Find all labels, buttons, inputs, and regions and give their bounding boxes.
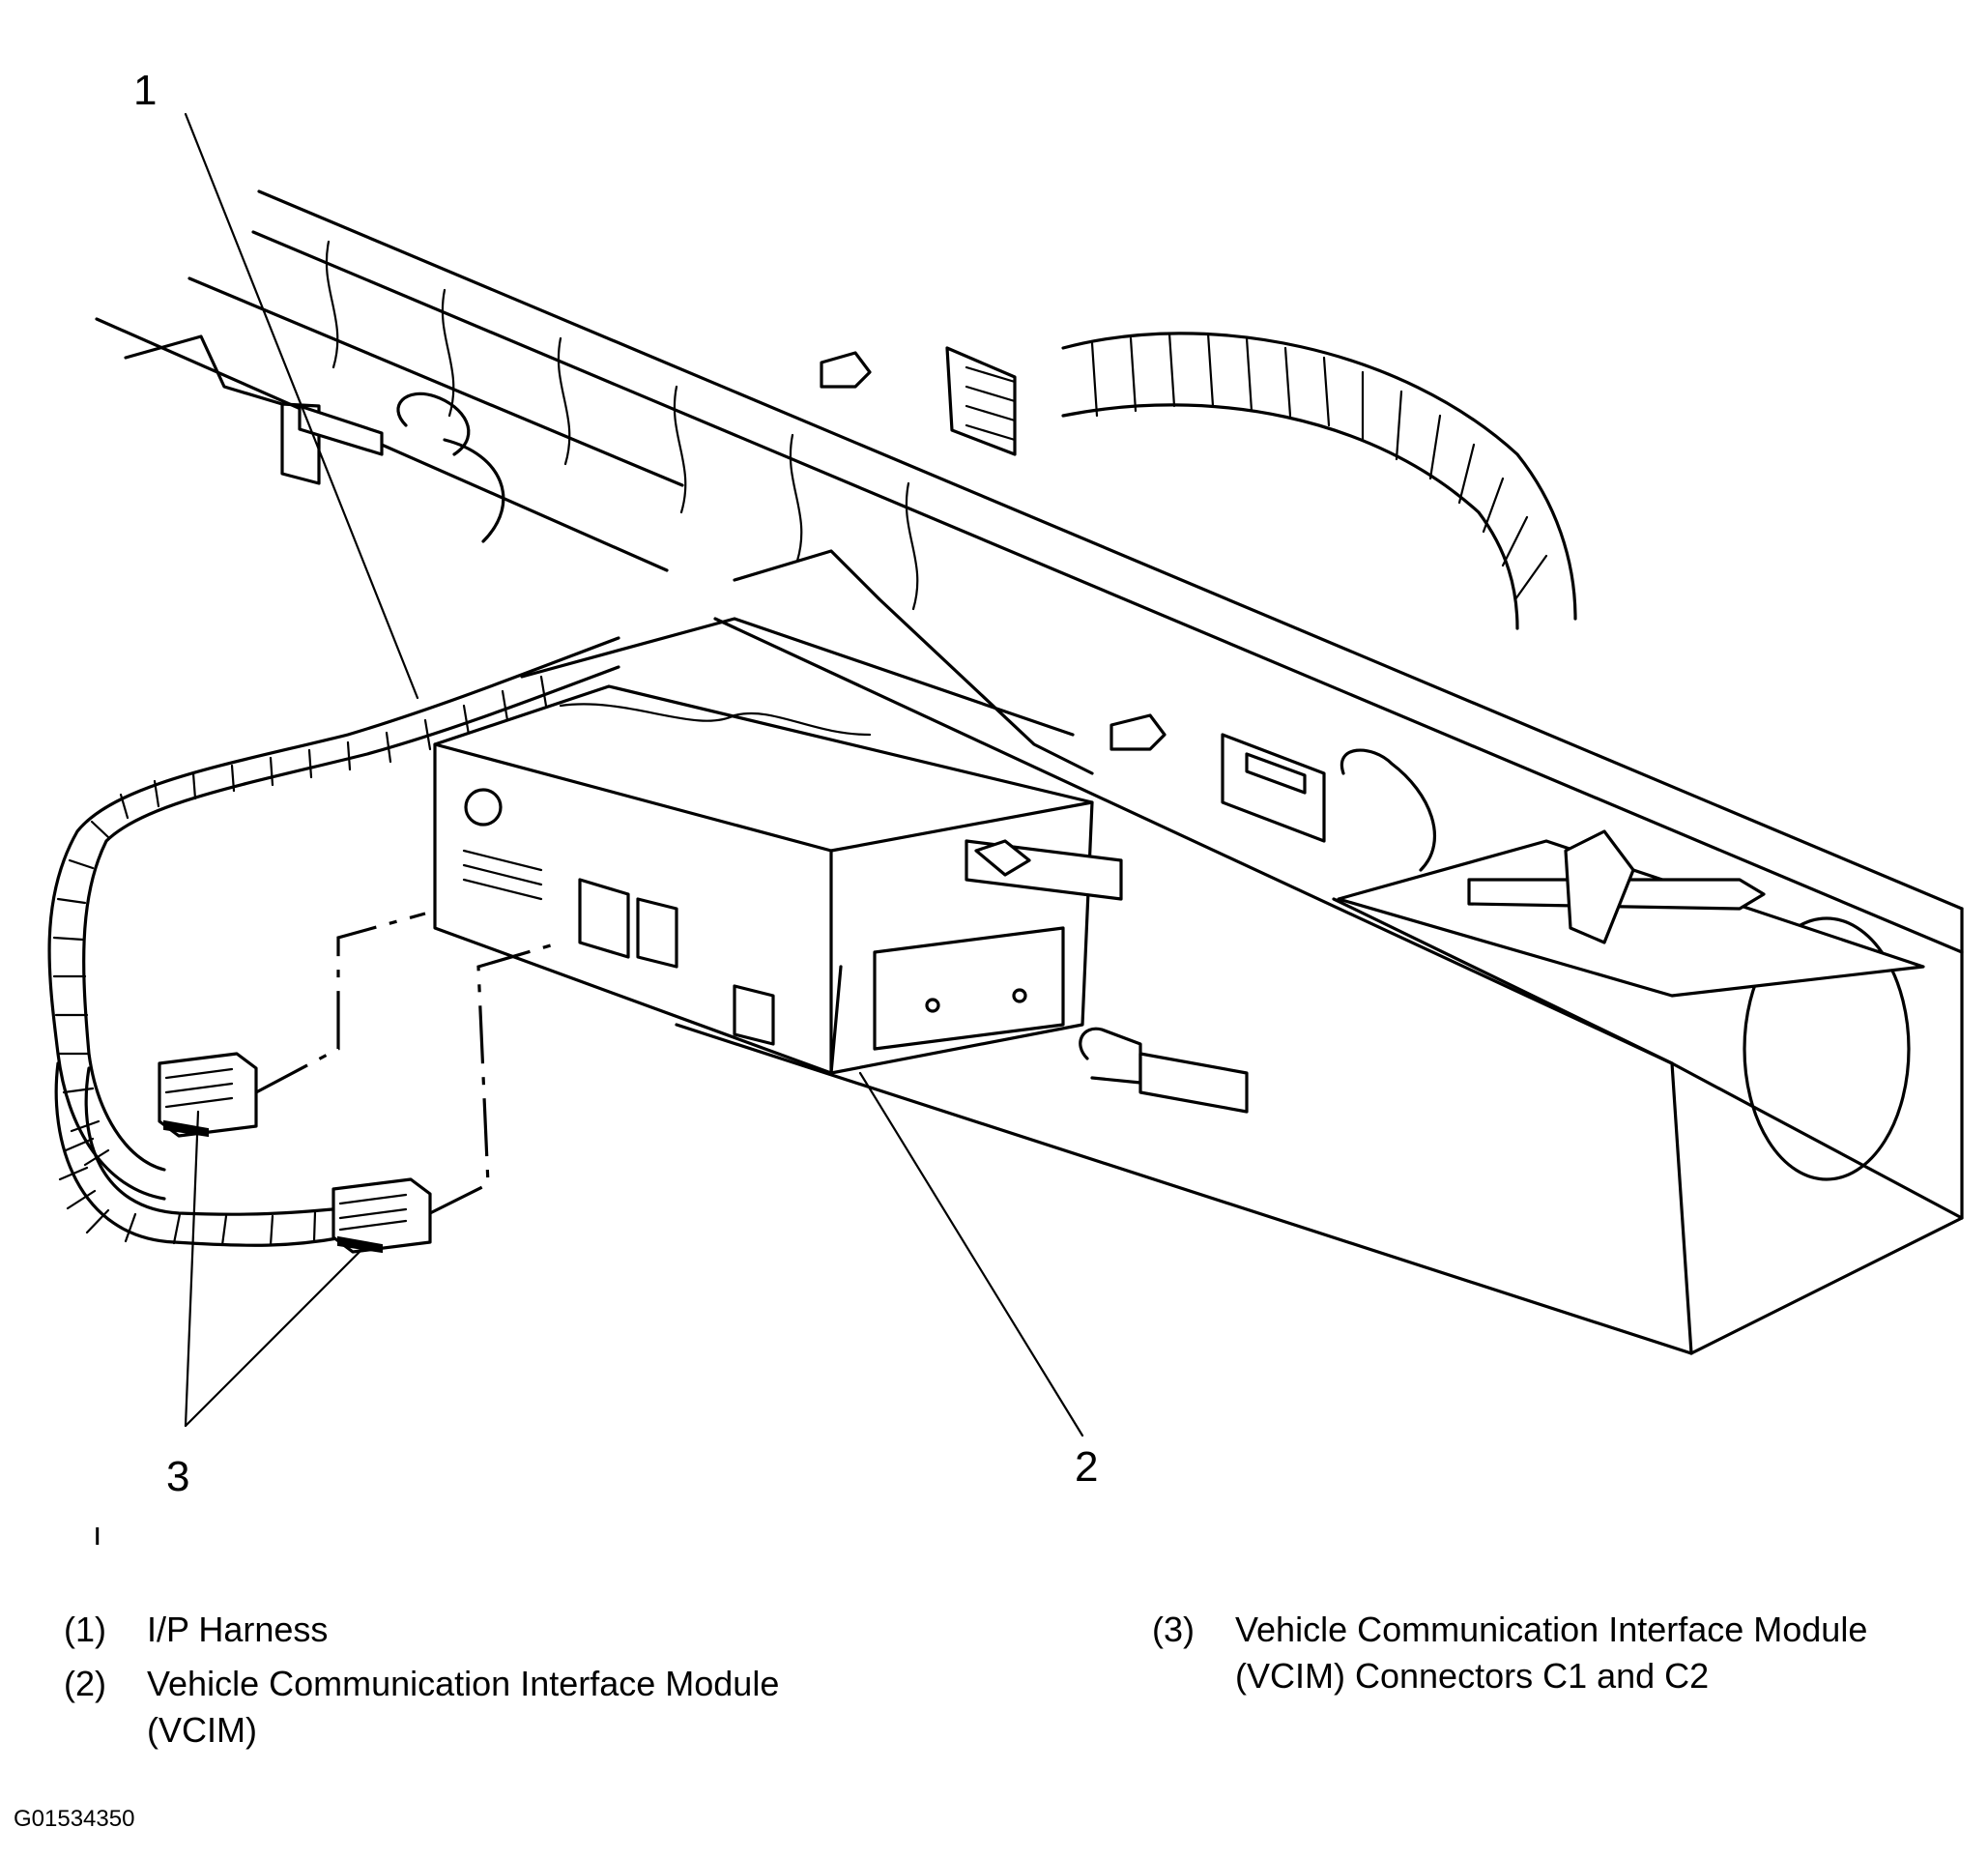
legend-number: (1) bbox=[64, 1610, 106, 1649]
legend-text: I/P Harness bbox=[147, 1610, 329, 1649]
vcim-connectors bbox=[158, 912, 562, 1254]
main-harness-bundle bbox=[945, 332, 1577, 630]
figure-id: G01534350 bbox=[14, 1806, 135, 1832]
stray-mark: ı bbox=[93, 1516, 102, 1552]
vcim-module bbox=[433, 351, 1249, 1114]
legend-text: Vehicle Communication Interface Module (… bbox=[1235, 1610, 1868, 1696]
leader-lines bbox=[184, 112, 1084, 1437]
callout-2: 2 bbox=[1075, 1443, 1099, 1491]
legend-number: (3) bbox=[1152, 1610, 1195, 1649]
cross-car-beam bbox=[675, 617, 1964, 1355]
ip-harness-branch bbox=[47, 636, 620, 1247]
legend-text: Vehicle Communication Interface Module (… bbox=[147, 1664, 780, 1750]
callout-1: 1 bbox=[133, 67, 158, 114]
callout-3: 3 bbox=[166, 1453, 190, 1500]
dash-panel-rail bbox=[95, 189, 1964, 954]
legend-number: (2) bbox=[64, 1664, 106, 1703]
